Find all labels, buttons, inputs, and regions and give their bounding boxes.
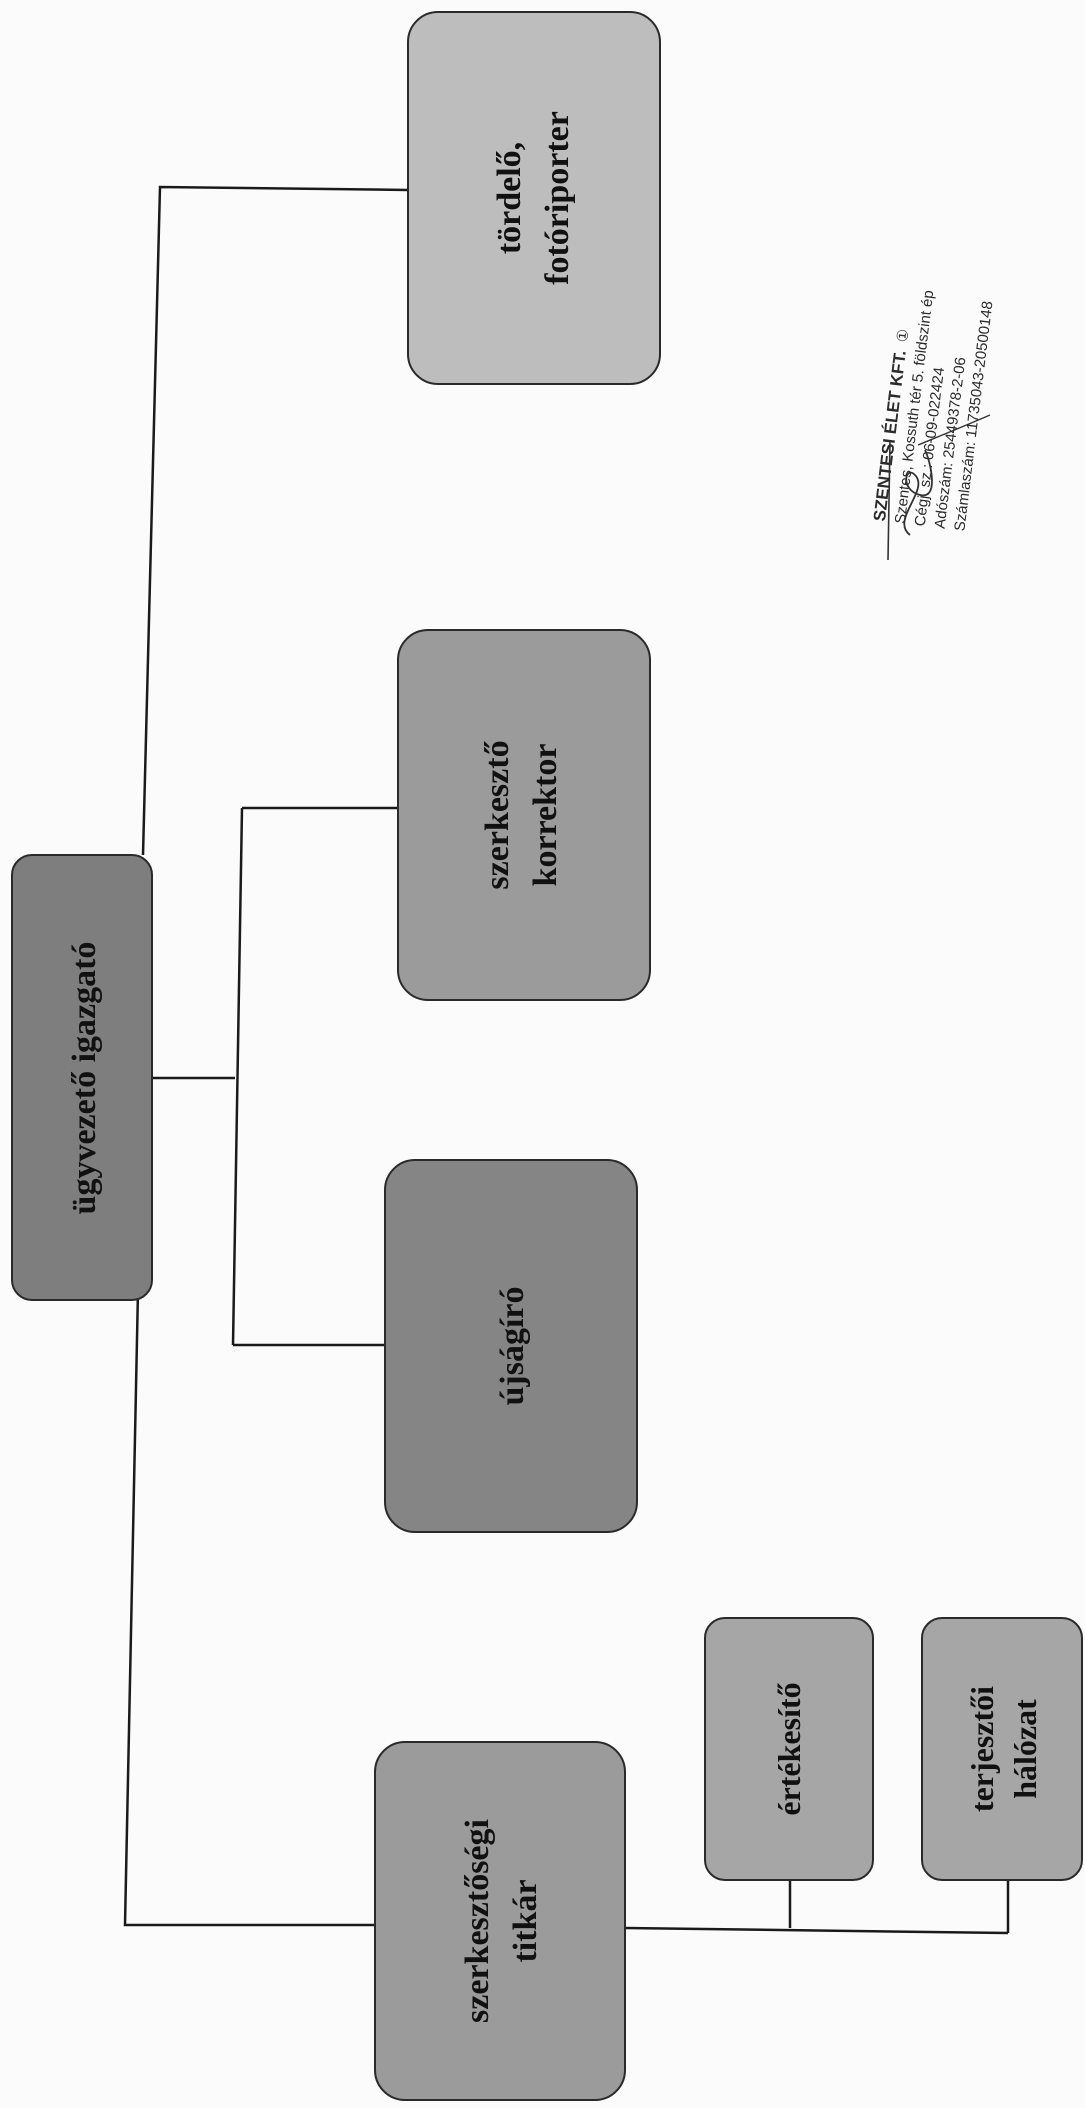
signature-icon [887,414,991,561]
node-ugyvezeto: ügyvezető igazgató [11,854,153,1301]
node-ertekesito: értékesítő [704,1617,874,1881]
node-box [374,1741,626,2101]
node-label-line2: hálózat [1007,1699,1043,1799]
node-label-line2: fotóriporter [539,111,576,285]
node-label: ügyvezető igazgató [66,942,103,1215]
node-label-line1: szerkesztőségi [459,1819,496,2023]
node-titkar: szerkesztőségi titkár [374,1741,626,2101]
node-label-line2: titkár [507,1879,544,1962]
company-stamp: SZENTESI ÉLET KFT. ① Szentes, Kossuth té… [870,190,1070,570]
node-box [407,11,661,385]
node-box [11,854,153,1301]
connector-root-to-titkar [123,1289,378,1927]
node-label-line1: terjesztői [964,1686,1000,1812]
connector-trunk [231,807,244,1346]
node-label: értékesítő [771,1682,807,1815]
node-box [921,1617,1083,1881]
node-label-line2: korrektor [527,744,564,887]
node-szerkeszto: szerkesztő korrektor [397,629,651,1001]
node-label-line1: szerkesztő [479,740,516,889]
node-tordelo: tördelő, fotóriporter [407,11,661,385]
node-label-line1: tördelő, [491,142,528,254]
node-label: újságíró [494,1287,531,1406]
connector-titkar-to-sub [624,1926,1009,1935]
stamp-mark-icon: ① [893,327,913,344]
connector-lines [123,185,1010,1935]
node-terjesztoi: terjesztői hálózat [921,1617,1083,1881]
node-ujsagiro: újságíró [384,1159,638,1533]
node-box [704,1617,874,1881]
connector-root-to-tordelo [141,185,409,856]
node-box [384,1159,638,1533]
node-box [397,629,651,1001]
